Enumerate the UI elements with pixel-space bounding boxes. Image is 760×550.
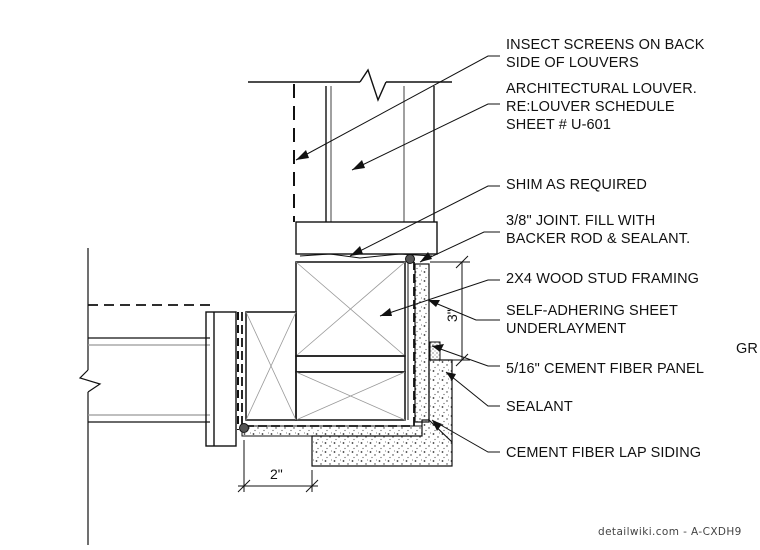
label-underlayment-line1: SELF-ADHERING SHEET (506, 303, 678, 319)
watermark: detailwiki.com - A-CXDH9 (598, 526, 742, 538)
label-shim: SHIM AS REQUIRED (506, 177, 647, 193)
sealant-beads (239, 254, 441, 433)
dimension-3in (430, 255, 470, 367)
frame-member (205, 311, 239, 447)
label-louver-line3: SHEET # U-601 (506, 117, 611, 133)
label-sealant: SEALANT (506, 399, 573, 415)
dimension-label-3in: 3" (444, 309, 460, 322)
label-cement-panel: 5/16" CEMENT FIBER PANEL (506, 361, 704, 377)
label-louver-line1: ARCHITECTURAL LOUVER. (506, 81, 697, 97)
label-joint-line1: 3/8" JOINT. FILL WITH (506, 213, 656, 229)
label-insect-screens-line1: INSECT SCREENS ON BACK (506, 37, 705, 53)
architectural-louver (248, 68, 452, 255)
label-stud-framing: 2X4 WOOD STUD FRAMING (506, 271, 700, 287)
label-louver-line2: RE:LOUVER SCHEDULE (506, 99, 675, 115)
lap-siding (311, 359, 453, 467)
leader-lines (295, 55, 500, 453)
label-underlayment-line2: UNDERLAYMENT (506, 321, 627, 337)
wood-stud-framing (245, 261, 406, 421)
cement-fiber-panel (241, 263, 430, 437)
leader-arrowheads (296, 150, 456, 431)
label-lap-siding: CEMENT FIBER LAP SIDING (506, 445, 702, 461)
label-joint-line2: BACKER ROD & SEALANT. (506, 231, 691, 247)
sheet-underlayment (241, 262, 415, 427)
dimension-2in (237, 440, 319, 493)
dimension-label-2in: 2" (270, 466, 283, 482)
label-insect-screens-line2: SIDE OF LOUVERS (506, 55, 639, 71)
existing-wall (78, 248, 215, 545)
label-cut-off: GR (736, 341, 758, 357)
